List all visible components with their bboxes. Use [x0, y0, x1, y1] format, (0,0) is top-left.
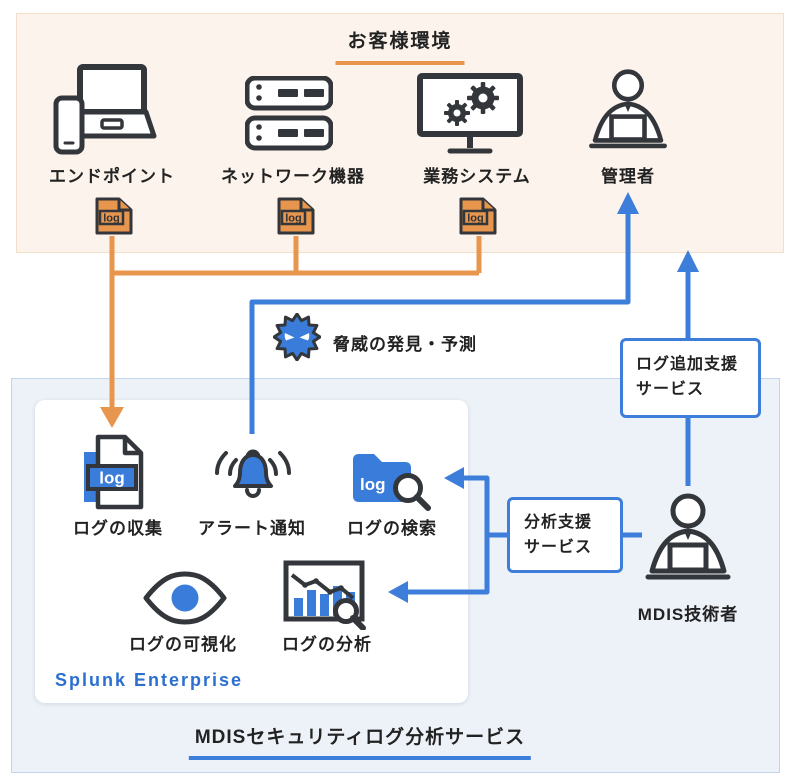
- log-file-icon: log: [94, 197, 134, 235]
- log-support-line2: サービス: [636, 380, 705, 398]
- endpoint-label: エンドポイント: [49, 167, 175, 186]
- log-collection-icon: log: [84, 434, 150, 510]
- magnifier-icon: [333, 598, 366, 631]
- log-analysis-chart-icon: [283, 560, 367, 631]
- business-system-icon: [417, 73, 523, 157]
- business-system-label: 業務システム: [423, 167, 531, 186]
- log-file-icon: log: [458, 197, 498, 235]
- admin-label: 管理者: [601, 167, 655, 186]
- alert-notification-label: アラート通知: [198, 519, 306, 538]
- analysis-support-line1: 分析支援: [524, 514, 593, 531]
- analysis-support-service-box: 分析支援 サービス: [507, 497, 623, 573]
- alert-bell-icon: [214, 443, 292, 507]
- gear-icon: [467, 82, 499, 114]
- log-search-folder-icon: log: [348, 444, 434, 512]
- magnifier-icon: [393, 473, 431, 511]
- log-badge-text: log: [285, 213, 302, 225]
- endpoint-devices-icon: [52, 64, 162, 158]
- analysis-support-line2: サービス: [524, 538, 593, 556]
- threat-label: 脅威の発見・予測: [333, 335, 477, 354]
- mdis-engineer-person-icon: [640, 490, 736, 590]
- gear-icon: [444, 100, 470, 126]
- log-visualization-eye-icon: [143, 571, 227, 625]
- log-badge-text: log: [103, 213, 120, 225]
- log-visualization-label: ログの可視化: [129, 635, 237, 654]
- network-servers-icon: [244, 75, 334, 152]
- service-title: MDISセキュリティログ分析サービス: [188, 722, 532, 760]
- log-support-service-box: ログ追加支援 サービス: [620, 338, 761, 418]
- log-analysis-label: ログの分析: [282, 635, 372, 654]
- log-badge-text: log: [360, 475, 386, 494]
- log-support-line1: ログ追加支援: [636, 356, 739, 373]
- log-search-label: ログの検索: [347, 519, 437, 538]
- customer-environment-title: お客様環境: [335, 26, 465, 65]
- log-file-icon: log: [276, 197, 316, 235]
- log-badge-text: log: [99, 469, 125, 488]
- log-badge-text: log: [467, 213, 484, 225]
- log-collection-label: ログの収集: [73, 519, 163, 538]
- mdis-engineer-label: MDIS技術者: [637, 605, 739, 624]
- network-label: ネットワーク機器: [221, 167, 365, 186]
- threat-virus-icon: [272, 312, 322, 362]
- splunk-enterprise-label: Splunk Enterprise: [55, 670, 244, 690]
- admin-person-icon: [584, 68, 672, 156]
